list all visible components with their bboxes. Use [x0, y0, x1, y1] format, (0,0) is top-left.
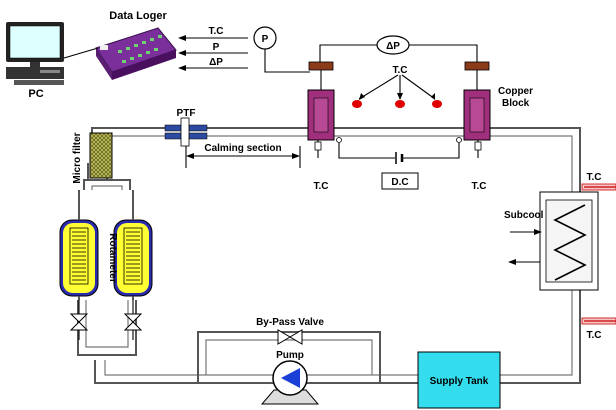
- dp-right-line: [409, 44, 478, 62]
- probe-right: [456, 137, 482, 158]
- rotameter-label: Rotameter: [107, 233, 118, 283]
- logger-p-label: P: [213, 42, 220, 53]
- tc-left-label: T.C: [314, 181, 329, 192]
- pump-icon: [260, 360, 320, 405]
- copper-block-right: [463, 89, 491, 141]
- tc-subcool-bottom-label: T.C: [587, 330, 602, 341]
- pressure-gauge-label: P: [262, 34, 269, 45]
- subcool-coolant-arrows: [508, 229, 542, 265]
- tc-top-label: T.C: [393, 65, 408, 76]
- subcool-tc-top: [581, 183, 616, 191]
- rotameter-connectors: [78, 190, 134, 300]
- main-loop-pipe: [91, 127, 581, 384]
- pc-icon: [6, 22, 64, 85]
- rotameter-left: [59, 219, 99, 297]
- logger-dp-label: ΔP: [209, 57, 223, 68]
- pc-label: PC: [28, 88, 43, 100]
- bypass-valve-icon: [277, 329, 303, 345]
- tc-right-label: T.C: [472, 181, 487, 192]
- copper-block-label-line1: Copper: [498, 86, 533, 97]
- logger-tc-label: T.C: [209, 26, 224, 37]
- tc-dots: [352, 74, 442, 108]
- pressure-gauge-line: [264, 49, 310, 73]
- supply-tank-icon: [417, 351, 501, 409]
- micro-filter-icon: [89, 132, 113, 179]
- ptf-fitting: [164, 117, 208, 147]
- bypass-loop-pipe: [197, 331, 381, 383]
- bypass-valve-label: By-Pass Valve: [256, 317, 324, 328]
- ptf-label: PTF: [177, 108, 196, 119]
- data-logger-label: Data Loger: [109, 10, 167, 22]
- pump-label: Pump: [276, 350, 304, 361]
- copper-block-left: [307, 89, 335, 141]
- copper-block-label-line2: Block: [502, 98, 530, 109]
- dp-gauge-label: ΔP: [386, 41, 400, 52]
- subcooler-icon: [539, 191, 599, 291]
- rotameter-valve-right: [123, 300, 143, 340]
- right-gauge-cap: [464, 61, 490, 71]
- dc-circuit: [338, 143, 460, 164]
- subcool-tc-bottom: [581, 317, 616, 325]
- rotameter-right: [113, 219, 153, 297]
- left-gauge-cap: [308, 61, 334, 71]
- tc-subcool-top-label: T.C: [587, 172, 602, 183]
- pc-logger-cable: [63, 47, 99, 59]
- rotameter-valve-left: [69, 300, 89, 340]
- calming-section-label: Calming section: [204, 143, 281, 154]
- calming-section-dimension: [185, 146, 301, 168]
- dc-label: D.C: [391, 177, 408, 188]
- logger-input-arrows: [178, 35, 248, 71]
- subcool-label: Subcool: [504, 210, 544, 221]
- data-logger-icon: [95, 27, 177, 80]
- micro-filter-label: Micro filter: [72, 132, 83, 183]
- supply-tank-label: Supply Tank: [430, 376, 489, 387]
- dc-box: [381, 172, 419, 190]
- dp-left-line: [319, 44, 377, 62]
- probe-left: [314, 137, 342, 158]
